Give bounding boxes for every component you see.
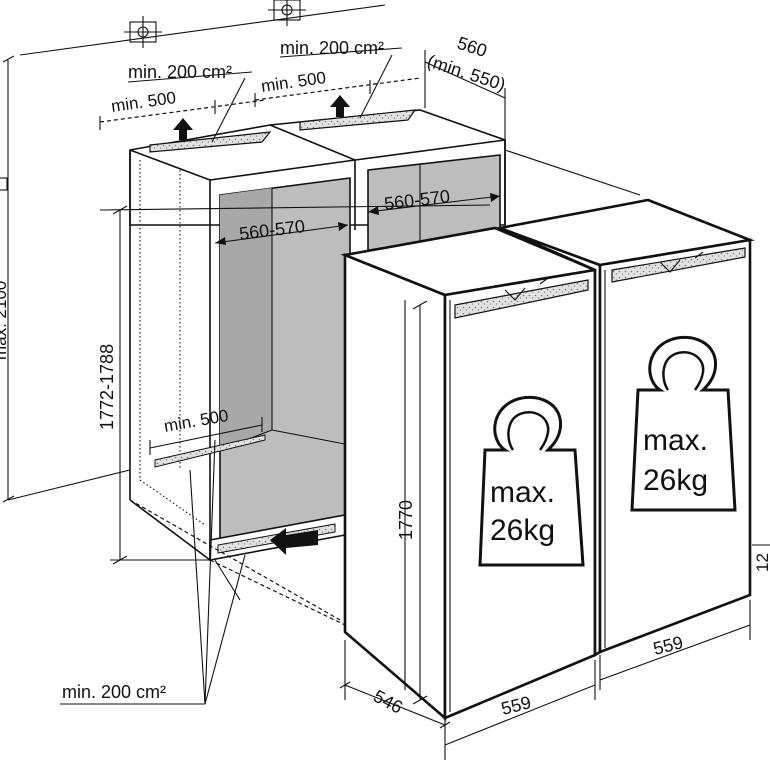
weight-left-line2: 26kg [490,514,555,547]
appliance-left-side [343,253,447,721]
airflow-in-arrow-icon [270,528,318,555]
vent-dimension-left: min. 200 cm² [127,62,253,143]
appliance-height-dimension: 1770 [396,300,428,705]
top-vent-right [299,109,417,131]
weight-right-line1: max. [643,424,708,457]
appliance-width-left-label: 559 [499,692,533,719]
niche-height-dimension: 1772-1788 [97,205,210,565]
appliance-depth-label: 546 [370,686,406,718]
max-height-label: max. 2100 [0,281,10,360]
appliance-left-vent [454,279,589,319]
wall-reference [19,0,386,56]
bottom-vent-dimension: min. 200 cm² [60,439,246,705]
top-width-dimension: 560 (min. 550) [424,33,508,140]
top-width-label: 560 [455,33,490,61]
appliance-height-label: 1770 [396,500,416,540]
weight-right-line2: 26kg [643,464,708,497]
depth-right-label: min. 500 [260,68,327,96]
appliance-right: max. 26kg [495,198,755,658]
floor-vent [154,434,266,468]
appliance-left: max. 26kg [340,226,600,721]
airflow-up-arrow-left-icon [173,118,193,140]
niche-height-label: 1772-1788 [97,344,117,430]
weight-left-line1: max. [490,476,555,509]
top-vent-left [149,131,272,153]
vent-right-label: min. 200 cm² [280,38,384,58]
depth-left-label: min. 500 [110,88,177,116]
weight-icon-right: max. 26kg [630,335,737,512]
vent-left-label: min. 200 cm² [128,62,232,82]
weight-icon-left: max. 26kg [478,395,585,567]
airflow-up-arrow-right-icon [330,95,350,117]
bottom-vent-label: min. 200 cm² [62,682,166,702]
top-width-min-label: (min. 550) [425,51,508,95]
wall-mount-right-icon [268,0,306,26]
vent-dimension-right: min. 200 cm² [279,38,403,119]
max-height-dimension: max. 2100 [0,55,131,503]
edge-partial-label: 12 [753,553,770,572]
appliance-width-right-label: 559 [651,632,685,659]
edge-partial-dimension: 12 [752,544,770,572]
appliance-right-vent [611,247,746,283]
wall-mount-left-icon [124,16,162,48]
appliance-width-left-dimension: 559 [444,660,596,760]
cabinet-niche [129,109,506,561]
